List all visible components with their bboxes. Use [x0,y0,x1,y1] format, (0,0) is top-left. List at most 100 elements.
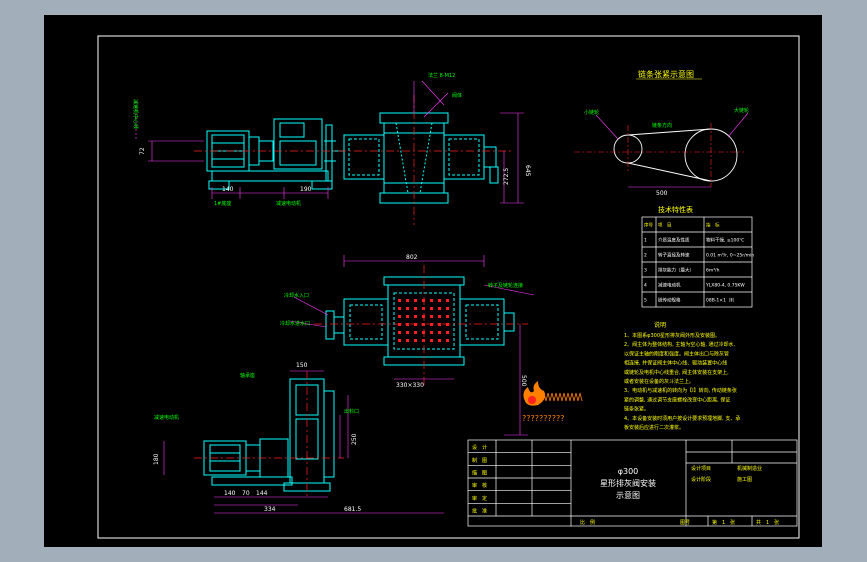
rotor-grid-dot [398,339,401,342]
rotor-grid-dot [414,331,417,334]
reducer [273,118,323,170]
rotor-grid-dot [438,339,441,342]
rotor-grid-dot [422,323,425,326]
notes-title: 说明 [654,321,666,329]
chain-label-left: 小链轮 [584,109,599,116]
side-dimensions [163,370,444,514]
design-item-label: 设计项目 [691,465,711,472]
note-line: 以保证主轴的刚度和强度。阀主体出口与除灰管 [624,350,729,357]
spec-cell: 转子直径及转速 [658,252,690,259]
rotor-grid-dot [422,331,425,334]
title-block-frame [467,439,798,527]
spec-header-cell: 项 目 [658,223,672,229]
dim-334: 334 [264,506,276,513]
rotor-grid-dot [398,307,401,310]
scale-label: 比 例 [580,519,595,526]
drawing-title-3: 示意图 [616,490,640,500]
side-view [203,378,335,492]
chain-label-right: 大链轮 [734,107,749,114]
valve-bearing-right [443,134,485,180]
logo: ?????????? [522,381,583,423]
chain-title: 链条张紧示意图 [638,69,694,79]
spec-cell: 物料干燥, ≤100℃ [706,237,744,244]
dim-150: 150 [296,362,308,369]
note-line: 或者安装在设备的灰斗法兰上。 [624,378,694,385]
valve-bearing-left [343,134,385,180]
spec-cell: 08B-1×1（Ⅱ） [706,298,737,304]
rotor-grid-dot [446,339,449,342]
cad-drawing: 1#底座 减速电动机 法兰 8-M12 阀体 减速机中心线 140 190 72… [97,35,800,539]
note-line: 1、本图系φ300星形排灰阀外形及安装图。 [624,332,720,339]
top-view-dims-text: 140 190 72 645 272.5 [139,147,531,193]
spec-cell: 2 [644,253,647,259]
plan-bearing-left [343,298,389,346]
rotor-grid-dot [438,323,441,326]
dim-681: 681.5 [344,506,361,513]
rotor-grid-dot [406,339,409,342]
label-inlet: 冷却水进水口 [280,320,310,327]
notes: 说明 1、本图系φ300星形排灰阀外形及安装图。2、阀主体为整体结构, 主轴为空… [624,321,740,431]
rotor-grid-dot [414,299,417,302]
side-centerlines [194,371,344,499]
plan-labels: 转子及链轮连接 冷却水入口 冷却水进水口 [280,282,523,327]
rotor-grid-dot [430,323,433,326]
top-assembly-view [206,112,499,204]
rotor-grid-dot [438,299,441,302]
chain-label-chain: 链条方向 [652,122,672,129]
rotor-grid-dot [398,299,401,302]
logo-caption: ?????????? [522,414,564,423]
note-line: 链条张紧。 [624,406,649,413]
rotor-grid-dot [406,299,409,302]
rotor-grid-dot [438,315,441,318]
side-dims-text: 150 140 70 144 334 681.5 180 250 [153,362,361,513]
spec-cell: 4 [644,283,647,289]
label-body: 阀体 [452,92,462,99]
spec-cell: 介质温度及性质 [658,237,690,244]
small-sprocket [325,124,333,182]
rotor-grid-dot [398,323,401,326]
spec-header-cell: 序号 [644,222,653,229]
rotor-grid-dot [414,307,417,310]
dim-70: 70 [242,490,250,497]
title-block-row-label: 审 定 [472,495,487,502]
dim-140-top: 140 [222,186,234,193]
label-base: 1#底座 [214,200,231,207]
label-motor: 减速电动机 [154,414,179,421]
top-centerlines [194,95,514,225]
design-stage-label: 设计阶段 [691,476,711,483]
dim-272: 272.5 [503,168,510,185]
dim-144: 144 [256,490,268,497]
rotor-grid-dot [446,299,449,302]
top-dimensions [135,80,524,204]
dim-500: 500 [520,375,527,387]
rotor-grid-dot [414,323,417,326]
note-line: 3、电动机与减速机的转向为【Ⅰ】转向, 传动链条张 [624,387,737,394]
plan-bearing-right [459,298,505,346]
note-line: 相连接, 并保证阀主体中心线、驱动装置中心线 [624,360,727,367]
spec-cell: 链传动规格 [658,297,681,304]
dim-72: 72 [139,147,146,155]
dim-chain-center: 500 [656,190,668,197]
sheet-label: 第 1 张 [712,519,735,526]
drawing-sheet: 1#底座 减速电动机 法兰 8-M12 阀体 减速机中心线 140 190 72… [44,15,822,547]
rotor-grid-dot [414,339,417,342]
side-labels: 减速电动机 轴承座 出料口 [154,372,359,421]
dim-330: 330×330 [396,382,424,389]
rotor-grid-dot [430,299,433,302]
design-stage-value: 施工图 [737,476,752,483]
dim-190-top: 190 [300,186,312,193]
title-block-row-label: 批 准 [472,507,487,514]
plan-rotor-grid [398,299,449,342]
label-motor-center: 减速机中心线 [132,99,139,129]
drawing-title-2: 星形排灰阀安装 [600,478,656,488]
chain-diagram: 链条张紧示意图 500 小链轮 大链轮 链条方向 [574,69,749,197]
note-line: 紧的调整, 通过调节支座螺栓改变中心距离, 保证 [624,396,730,403]
design-item-value: 机械制造业 [737,465,762,472]
spec-cell: 减速电动机 [658,282,681,289]
label-flange: 法兰 8-M12 [428,72,455,79]
dim-140-side: 140 [224,490,236,497]
label-cooling: 冷却水入口 [284,292,309,299]
spec-header-cell: 指 标 [706,222,720,229]
label-bearing: 轴承座 [240,372,255,379]
rotor-grid-dot [422,315,425,318]
